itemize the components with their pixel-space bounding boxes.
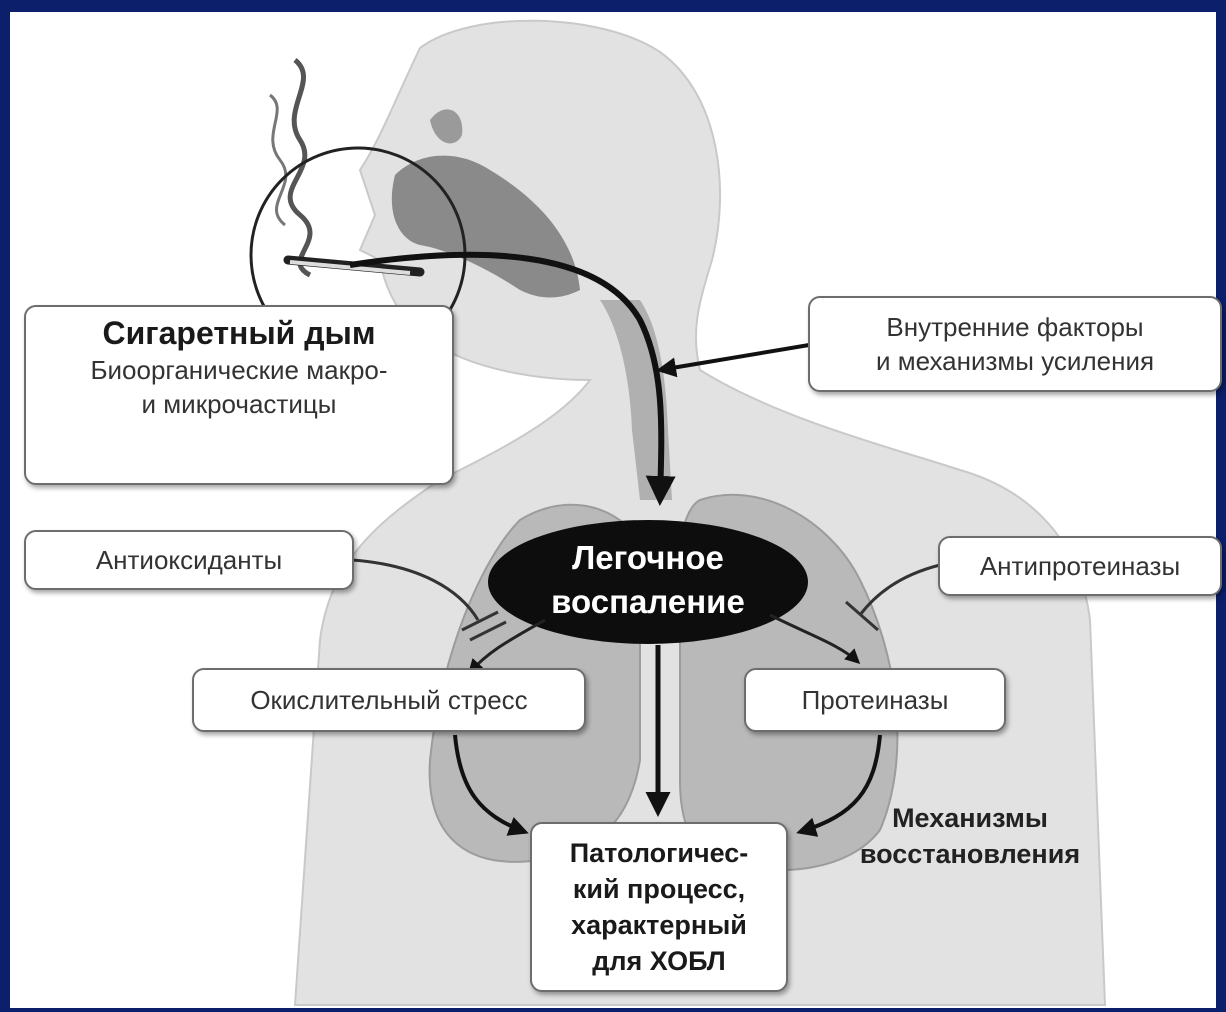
antioxidants-box: Антиоксиданты <box>24 530 354 590</box>
lung-inflammation-text: Легочное воспаление <box>490 536 806 624</box>
inflammation-line-2: воспаление <box>490 580 806 624</box>
antiproteinases-box: Антипротеиназы <box>938 536 1222 596</box>
antiproteinases-label: Антипротеиназы <box>980 549 1180 583</box>
internal-line-1: Внутренние факторы <box>886 310 1143 344</box>
repair-line-2: восстановления <box>820 836 1120 872</box>
inflammation-line-1: Легочное <box>490 536 806 580</box>
smoke-swirl <box>290 60 310 275</box>
internal-factors-box: Внутренние факторы и механизмы усиления <box>808 296 1222 392</box>
smoke-line-2: и микрочастицы <box>142 387 337 421</box>
copd-line-4: для ХОБЛ <box>592 943 726 979</box>
copd-line-3: характерный <box>571 907 747 943</box>
copd-process-box: Патологичес- кий процесс, характерный дл… <box>530 822 788 992</box>
repair-mechanisms-label: Механизмы восстановления <box>820 800 1120 872</box>
oxidative-stress-label: Окислительный стресс <box>250 683 527 717</box>
proteinases-label: Протеиназы <box>802 683 949 717</box>
copd-line-2: кий процесс, <box>573 871 745 907</box>
internal-line-2: и механизмы усиления <box>876 344 1154 378</box>
cigarette-smoke-box: Сигаретный дым Биоорганические макро- и … <box>24 305 454 485</box>
repair-line-1: Механизмы <box>820 800 1120 836</box>
antioxidants-label: Антиоксиданты <box>96 543 282 577</box>
smoke-line-1: Биоорганические макро- <box>90 353 387 387</box>
copd-line-1: Патологичес- <box>570 835 749 871</box>
oxidative-stress-box: Окислительный стресс <box>192 668 586 732</box>
smoke-title: Сигаретный дым <box>89 313 389 353</box>
smoke-swirl-2 <box>270 95 286 225</box>
proteinases-box: Протеиназы <box>744 668 1006 732</box>
